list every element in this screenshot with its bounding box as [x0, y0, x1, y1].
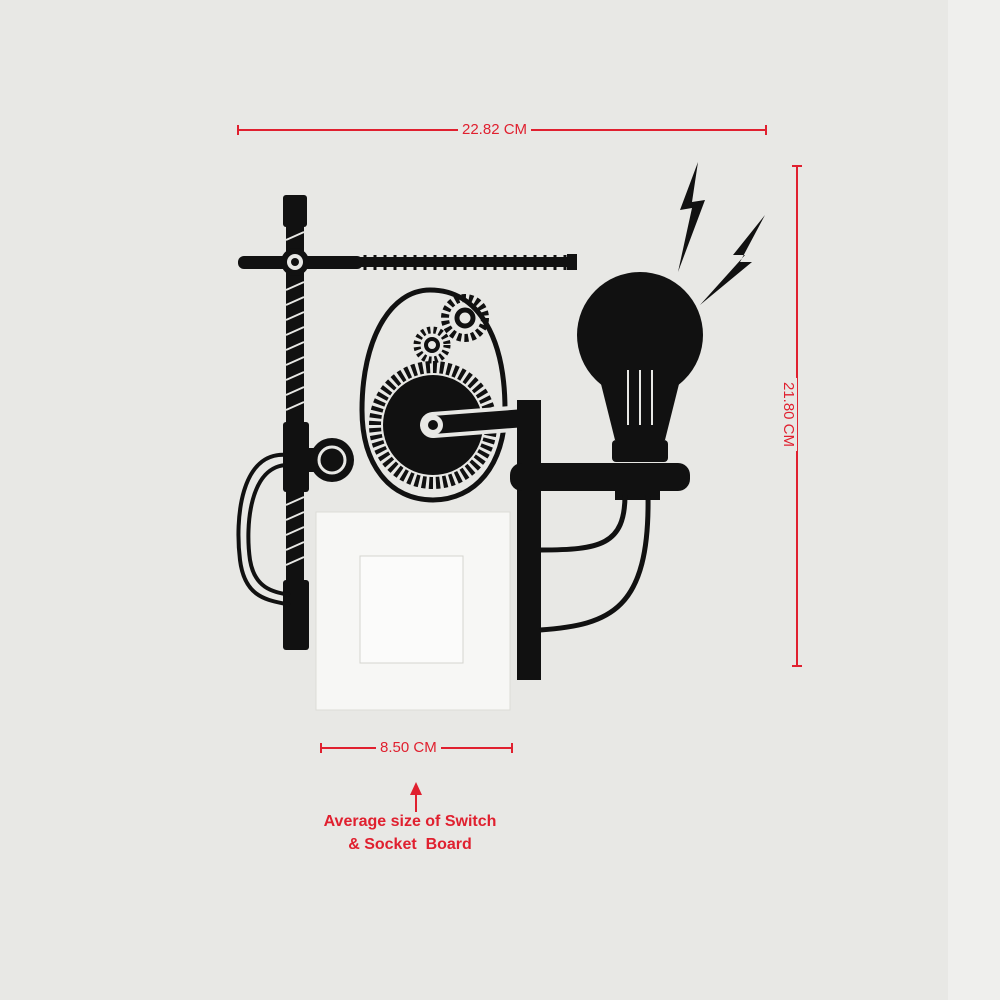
- note-line-1: Average size of Switch: [323, 813, 497, 830]
- lightning-icon: [678, 162, 705, 272]
- steampunk-decal: [236, 162, 765, 680]
- switch-size-note: Average size of Switch & Socket Board: [290, 810, 530, 856]
- switch-width-label: 8.50 CM: [376, 739, 441, 756]
- width-label: 22.82 CM: [458, 121, 532, 138]
- note-line-2: & Socket Board: [348, 836, 472, 853]
- switch-board: [315, 511, 511, 711]
- lightning-icon: [700, 215, 765, 305]
- height-label: 21.80 CM: [780, 377, 798, 452]
- wall-edge: [948, 0, 1000, 1000]
